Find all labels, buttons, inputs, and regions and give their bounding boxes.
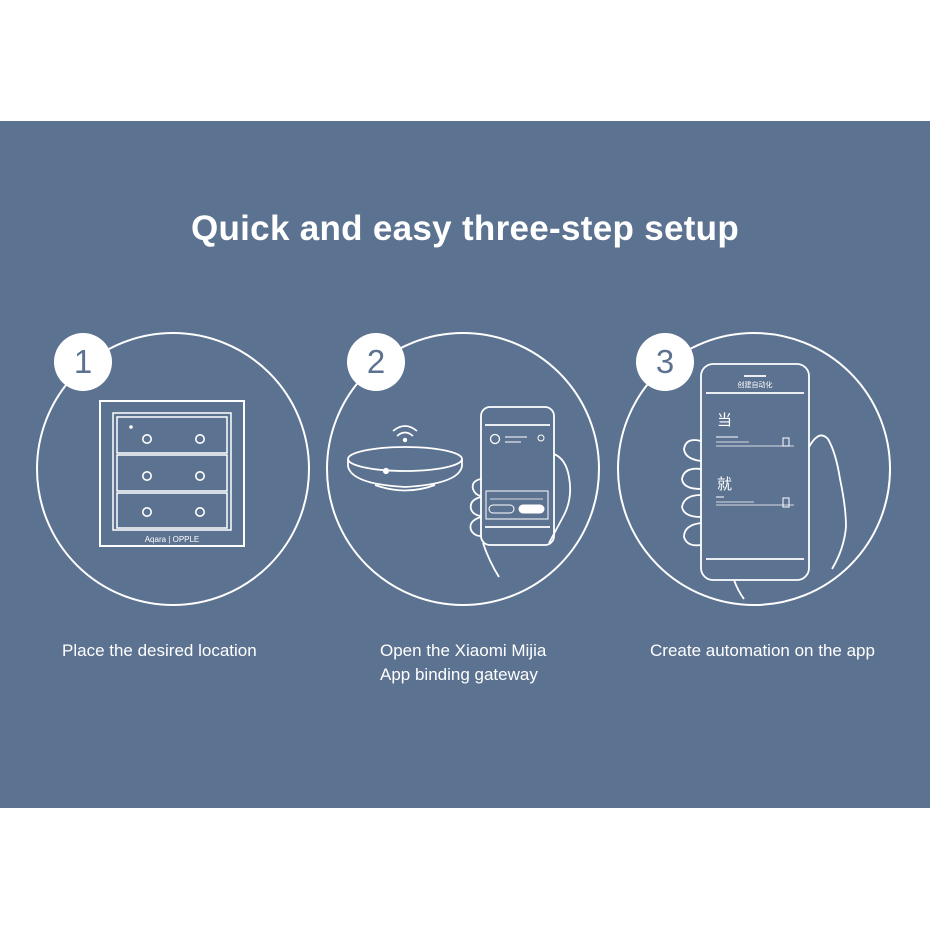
- step-number-badge: 2: [347, 333, 405, 391]
- hand-icon: [681, 434, 847, 600]
- step-3: 创建自动化 当 就 3: [614, 329, 894, 609]
- when-label: 当: [717, 411, 732, 429]
- phone-automation-icon: 创建自动化 当 就: [617, 332, 891, 606]
- step-2: 2: [323, 329, 603, 609]
- screen-title: 创建自动化: [738, 380, 773, 389]
- step-1: Aqara | OPPLE 1: [33, 329, 313, 609]
- page-title: Quick and easy three-step setup: [190, 209, 740, 248]
- smartphone-icon: [480, 406, 555, 546]
- step-3-caption: Create automation on the app: [650, 639, 875, 663]
- brand-logo: Aqara | OPPLE: [145, 535, 200, 544]
- smartphone-icon: [700, 363, 810, 581]
- step-1-caption: Place the desired location: [62, 639, 257, 663]
- step-number-badge: 3: [636, 333, 694, 391]
- gateway-and-phone-icon: [326, 332, 600, 606]
- wall-switch-icon: Aqara | OPPLE: [36, 332, 310, 606]
- wifi-icon: [392, 425, 418, 443]
- step-number-badge: 1: [54, 333, 112, 391]
- caption-line: Place the desired location: [62, 641, 257, 660]
- hand-icon: [469, 453, 572, 578]
- caption-line: App binding gateway: [380, 665, 538, 684]
- setup-panel: Quick and easy three-step setup Aqara | …: [0, 121, 930, 808]
- step-2-caption: Open the Xiaomi Mijia App binding gatewa…: [380, 639, 546, 687]
- gateway-hub-icon: [347, 446, 463, 492]
- caption-line: Open the Xiaomi Mijia: [380, 641, 547, 660]
- caption-line: Create automation on the app: [650, 641, 875, 660]
- then-label: 就: [717, 475, 732, 493]
